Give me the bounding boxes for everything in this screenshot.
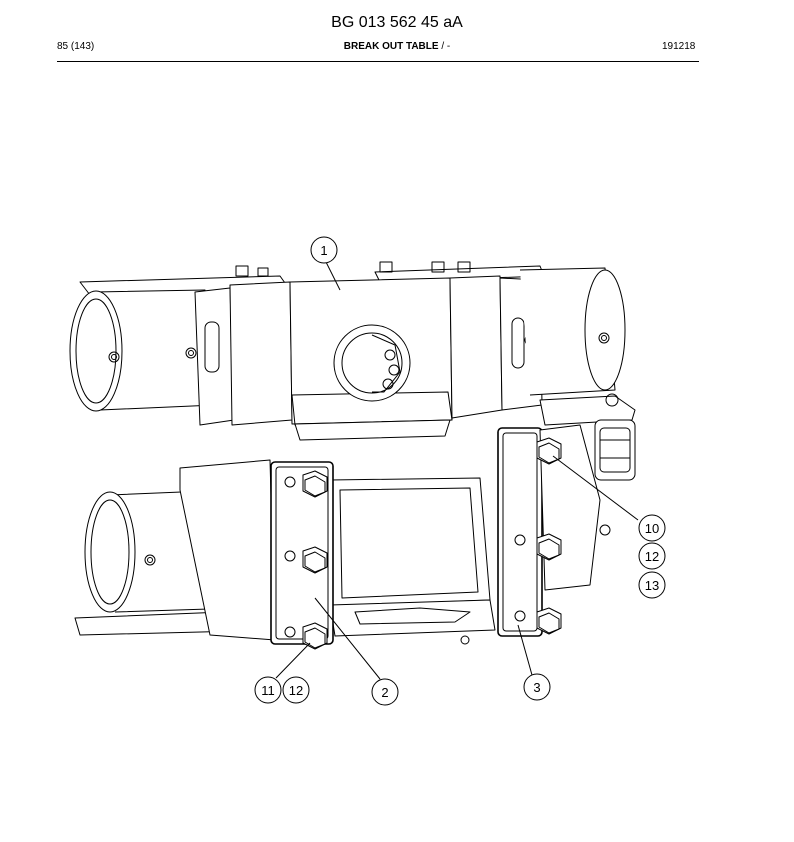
callout-2-label: 2 — [381, 685, 388, 700]
section-title: BREAK OUT TABLE / - — [0, 41, 794, 52]
callout-12-right: 12 — [638, 542, 666, 570]
callout-2: 2 — [371, 678, 399, 706]
date-code: 191218 — [662, 41, 696, 52]
callout-12-right-label: 12 — [645, 549, 659, 564]
lower-assembly — [74, 424, 611, 645]
upper-assembly — [69, 261, 636, 481]
page-number: 85 (143) — [57, 41, 95, 52]
callout-1-label: 1 — [320, 243, 327, 258]
callout-13-label: 13 — [645, 578, 659, 593]
callout-3: 3 — [523, 673, 551, 701]
section-title-bold: BREAK OUT TABLE — [343, 41, 439, 52]
callout-10: 10 — [638, 514, 666, 542]
plate-3-bolts — [514, 437, 562, 635]
callout-3-label: 3 — [533, 680, 540, 695]
callout-12-left-label: 12 — [289, 683, 303, 698]
callout-13: 13 — [638, 571, 666, 599]
callout-1: 1 — [310, 236, 338, 264]
callout-10-label: 10 — [645, 521, 659, 536]
document-number: BG 013 562 45 aA — [331, 14, 463, 31]
leader-lines — [275, 261, 639, 680]
header-rule — [57, 61, 699, 62]
callout-12-left: 12 — [282, 676, 310, 704]
callout-11: 11 — [254, 676, 282, 704]
section-title-suffix: / - — [438, 41, 451, 52]
callout-11-label: 11 — [261, 683, 275, 698]
plate-2-bolts — [284, 470, 328, 650]
